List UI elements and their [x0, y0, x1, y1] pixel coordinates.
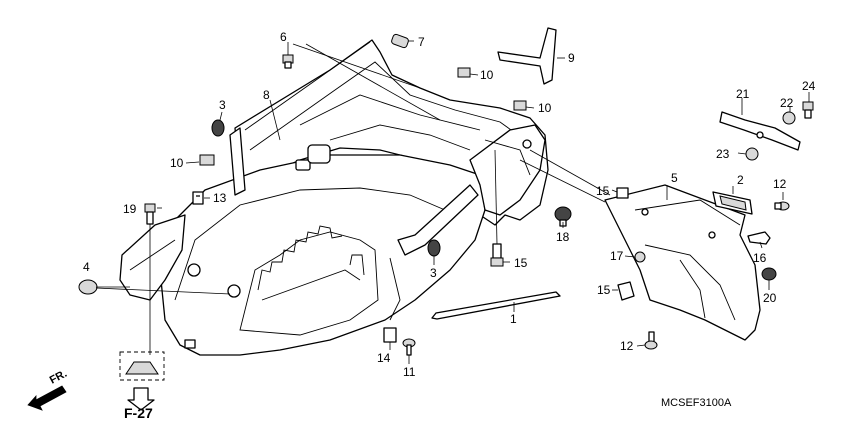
- callout-label: 18: [556, 230, 570, 244]
- leader-lines: [95, 40, 810, 364]
- bracket-icon: [497, 27, 557, 85]
- callout-label: 10: [480, 68, 494, 82]
- diagram-code: MCSEF3100A: [661, 397, 732, 409]
- callout-label: 22: [780, 96, 794, 110]
- clip-icon: [617, 281, 635, 301]
- clip-icon: [383, 327, 397, 343]
- callout-label: 8: [263, 88, 270, 102]
- reference-label: F-27: [124, 405, 153, 421]
- callout-label: 24: [802, 79, 816, 93]
- nut-icon: [745, 147, 759, 161]
- callout-label: 20: [763, 291, 777, 305]
- clip-nut-icon: [513, 100, 527, 111]
- callout-label: 7: [418, 35, 425, 49]
- bolt-icon: [802, 101, 814, 119]
- clip-nut-icon: [199, 154, 215, 166]
- reference-detail: [119, 351, 165, 411]
- callout-label: 15: [514, 256, 528, 270]
- callout-label: 3: [430, 266, 437, 280]
- grommet-icon: [427, 239, 441, 257]
- arrow-down-icon: [127, 387, 155, 411]
- callout-label: 10: [170, 156, 184, 170]
- callout-label: 13: [213, 191, 227, 205]
- bulb-icon: [747, 231, 771, 245]
- rear-fender-assembly: [119, 39, 549, 356]
- grommet-icon: [78, 279, 98, 295]
- callout-label: 11: [403, 365, 416, 379]
- grommet-icon: [211, 119, 225, 137]
- callout-label: 23: [716, 147, 730, 161]
- callout-label: 2: [737, 173, 744, 187]
- callout-label: 14: [377, 351, 391, 365]
- screw-icon: [402, 338, 416, 356]
- callout-label: 5: [671, 171, 678, 185]
- callout-label: 12: [620, 339, 634, 353]
- stay-rod-icon: [431, 291, 561, 320]
- clip-icon: [391, 33, 409, 49]
- bolt-icon: [282, 54, 294, 69]
- callout-label: 17: [610, 249, 624, 263]
- callout-label: 1: [510, 312, 517, 326]
- callout-label: 15: [596, 184, 610, 198]
- nut-icon: [634, 251, 646, 263]
- clip-icon: [192, 191, 204, 205]
- callout-label: 4: [83, 260, 90, 274]
- grommet-icon: [761, 267, 777, 281]
- license-bracket-assembly: [604, 111, 801, 341]
- callout-labels: 6 7 9 10 10 10 8 3 3 4 19 13 14 11 15 18…: [83, 30, 816, 379]
- callout-label: 19: [123, 202, 137, 216]
- callout-label: 9: [568, 51, 575, 65]
- front-direction-arrow-icon: [27, 385, 67, 411]
- clip-icon: [616, 187, 629, 199]
- callout-label: 10: [538, 101, 552, 115]
- collar-icon: [782, 111, 796, 125]
- bolt-icon: [144, 203, 156, 225]
- callout-label: 16: [753, 251, 767, 265]
- screw-icon: [774, 201, 790, 211]
- callout-label: 12: [773, 177, 787, 191]
- direction-label: FR.: [48, 368, 69, 387]
- clip-nut-icon: [457, 67, 471, 78]
- callout-label: 3: [219, 98, 226, 112]
- callout-label: 21: [736, 87, 750, 101]
- callout-label: 6: [280, 30, 287, 44]
- callout-label: 15: [597, 283, 611, 297]
- bolt-icon: [490, 243, 504, 267]
- screw-icon: [644, 331, 658, 350]
